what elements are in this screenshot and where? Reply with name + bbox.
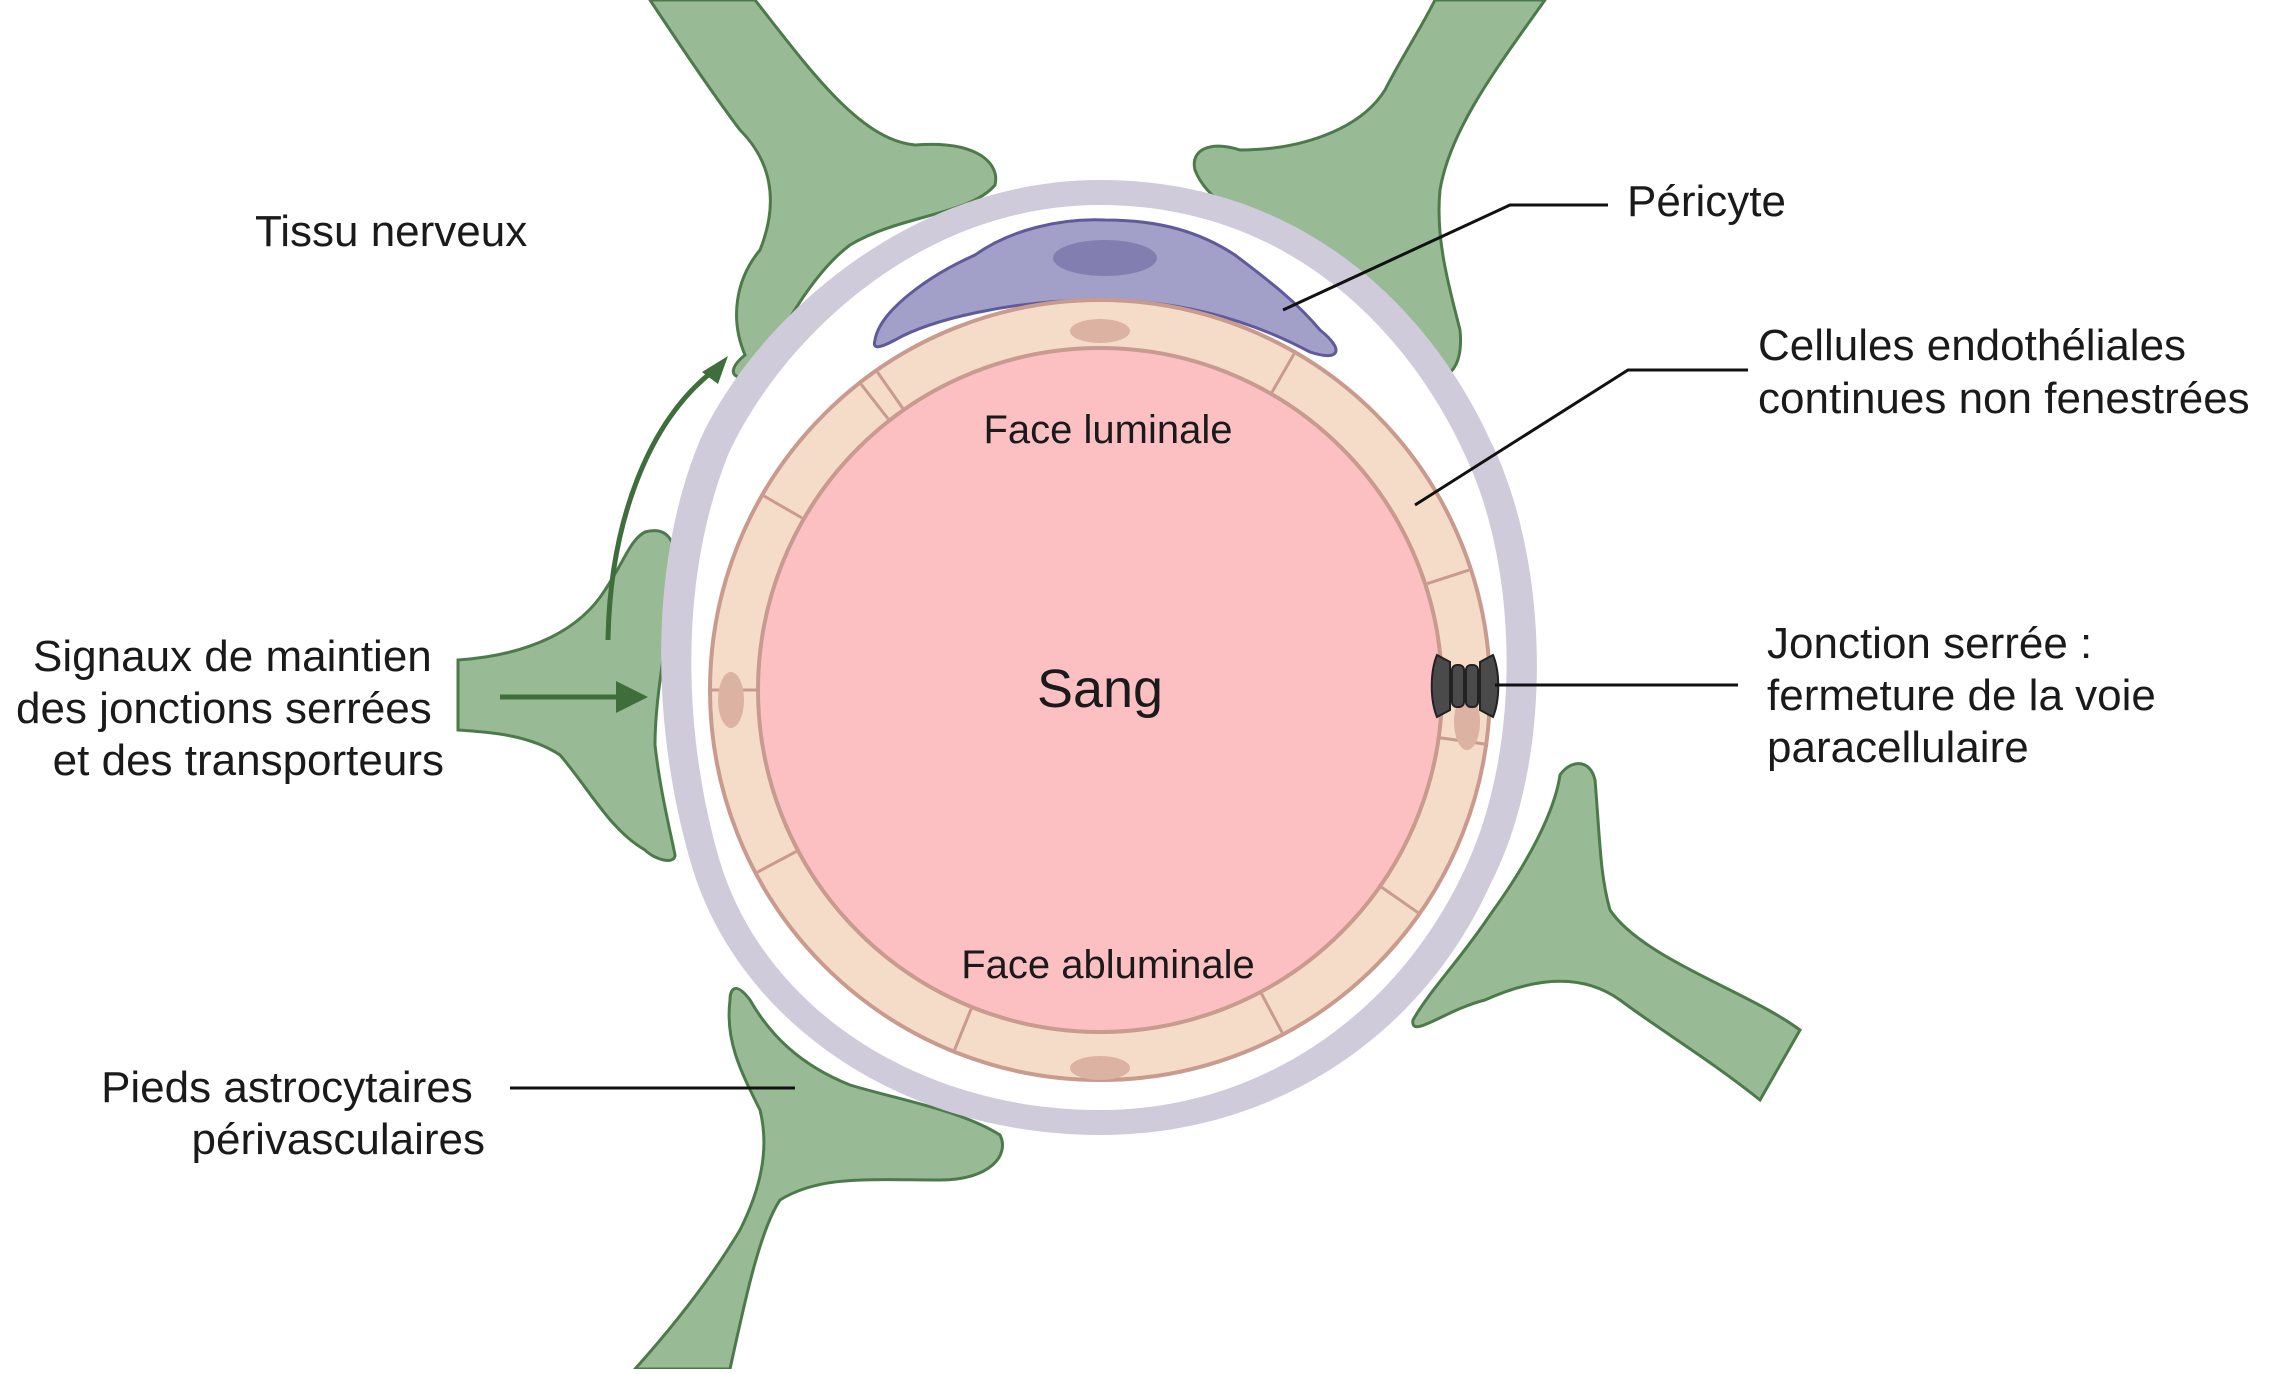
label-jonction-line2: fermeture de la voie [1767, 671, 2156, 720]
label-sang: Sang [1037, 659, 1163, 719]
cell-boundary [1260, 993, 1284, 1034]
signal-arrows [500, 356, 728, 713]
signal-arrow-curved [605, 370, 714, 641]
label-tissu-nerveux: Tissu nerveux [255, 207, 527, 256]
leader-endothelial [1414, 368, 1748, 507]
arrowhead-curved-icon [702, 356, 728, 384]
label-pieds-line1: Pieds astrocytaires [101, 1063, 473, 1112]
label-signaux-line3: et des transporteurs [53, 736, 444, 785]
cell-boundary [1270, 353, 1296, 393]
label-jonction-line3: paracellulaire [1767, 723, 2029, 772]
astrocyte-foot-bottom-left [631, 987, 1004, 1371]
leader-pericyte [1282, 203, 1608, 312]
label-endothelial-line2: continues non fenestrées [1758, 374, 2250, 423]
cell-boundary [953, 1008, 973, 1051]
label-signaux-line1: Signaux de maintien [33, 632, 432, 681]
pericyte-nucleus [1053, 240, 1157, 276]
tight-junction-icon [1430, 653, 1500, 719]
label-pieds: Pieds astrocytaires périvasculaires [101, 1063, 485, 1164]
cell-boundary [763, 494, 803, 520]
label-jonction: Jonction serrée : fermeture de la voie p… [1767, 619, 2168, 772]
label-signaux: Signaux de maintien des jonctions serrée… [16, 632, 444, 785]
label-face-luminale: Face luminale [983, 408, 1232, 452]
endothelial-nucleus-bottom [1070, 1056, 1130, 1080]
arrowhead-straight-icon [616, 681, 648, 713]
astrocyte-foot-bottom-right [1411, 762, 1802, 1103]
label-face-abluminale: Face abluminale [961, 943, 1255, 987]
label-endothelial-line1: Cellules endothéliales [1758, 321, 2186, 370]
cell-boundary [876, 371, 904, 410]
pericyte [872, 218, 1338, 358]
label-signaux-line2: des jonctions serrées [16, 684, 432, 733]
cell-boundaries [712, 353, 1485, 1051]
label-jonction-line1: Jonction serrée : [1767, 619, 2092, 668]
endothelial-nucleus-left [718, 672, 744, 728]
label-pericyte: Péricyte [1627, 177, 1786, 226]
cell-boundary [1380, 886, 1419, 914]
leader-lines [510, 203, 1748, 1090]
pericyte-body [872, 218, 1338, 358]
cell-boundary [859, 383, 890, 420]
astrocyte-endfeet [456, 0, 1802, 1371]
endothelial-nucleus-right [1454, 694, 1480, 750]
cell-boundary [756, 850, 797, 874]
endothelial-nucleus-top [1070, 319, 1130, 343]
cell-boundary [1426, 568, 1470, 586]
label-pieds-line2: périvasculaires [192, 1115, 485, 1164]
label-endothelial: Cellules endothéliales continues non fen… [1758, 321, 2250, 423]
